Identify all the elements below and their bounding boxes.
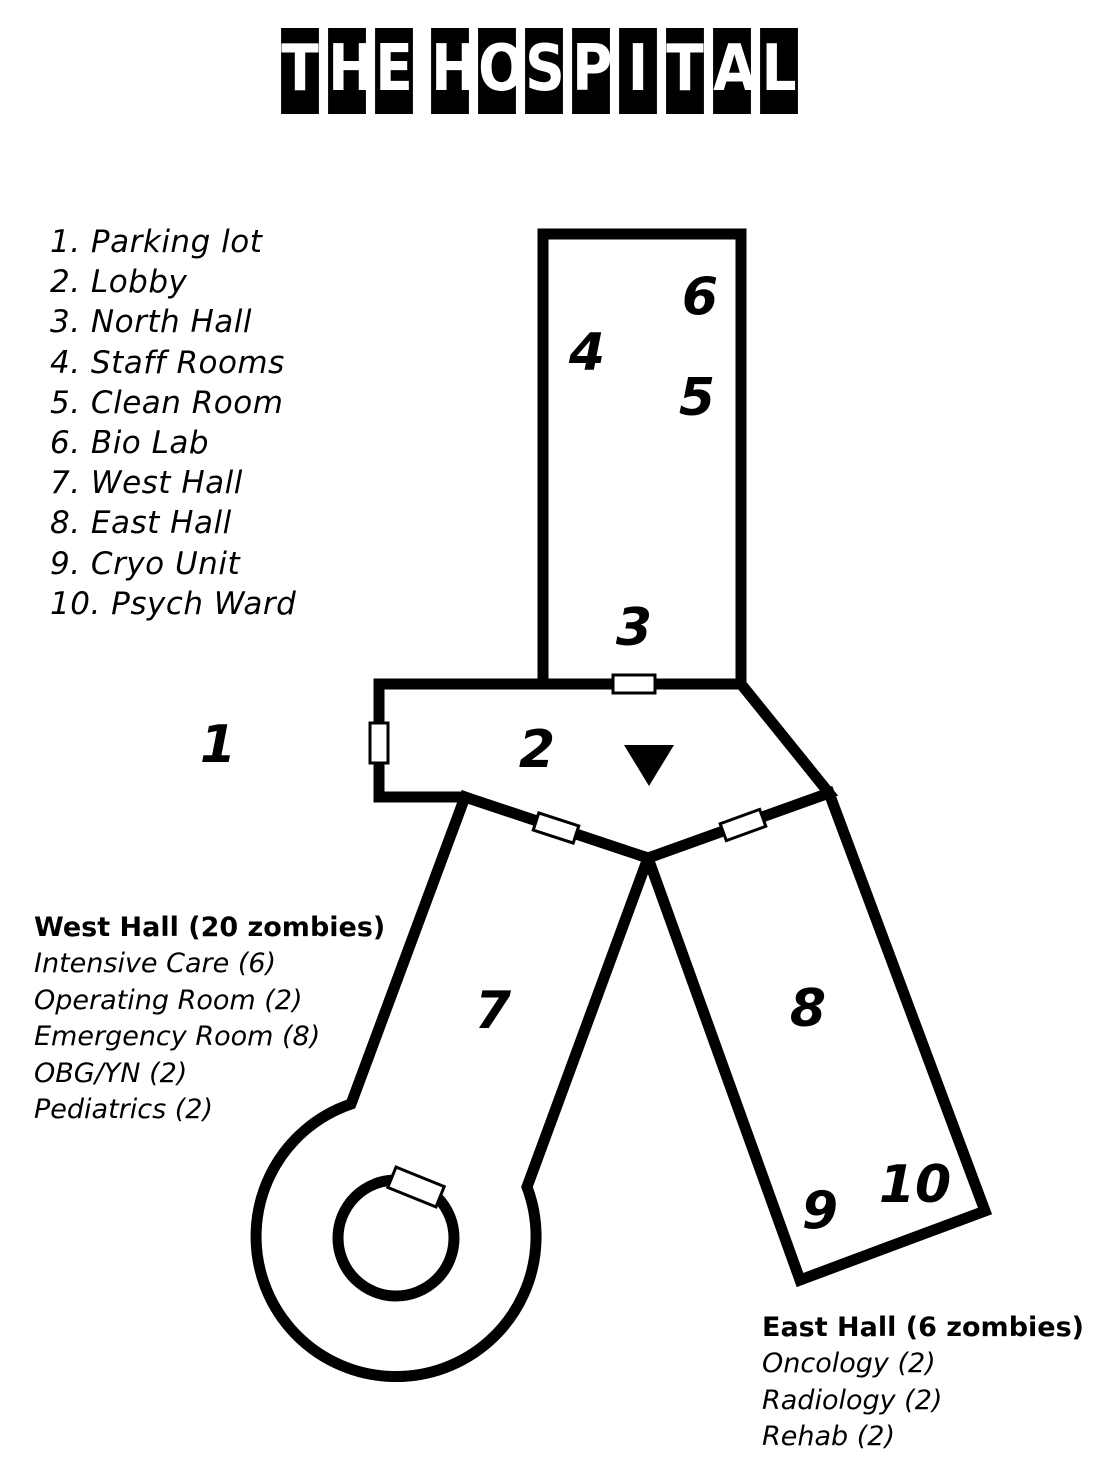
west-hall-info: West Hall (20 zombies) Intensive Care (6…	[34, 910, 385, 1129]
door-icon[interactable]	[718, 807, 768, 843]
title-letter: L	[760, 28, 798, 114]
west-hall-item: OBG/YN (2)	[34, 1057, 188, 1089]
legend-item-west-hall: 7. West Hall	[50, 465, 243, 502]
door-icon[interactable]	[611, 673, 657, 695]
west-hall-heading: West Hall (20 zombies)	[34, 912, 386, 943]
door-icon[interactable]	[385, 1165, 447, 1209]
map-label-staff-rooms: 4	[568, 323, 605, 383]
east-hall-room	[640, 785, 993, 1288]
map-label-east-hall: 8	[790, 979, 826, 1039]
title-letter: T	[281, 28, 319, 114]
west-hall-room	[250, 789, 656, 1383]
legend-item-cryo-unit: 9. Cryo Unit	[50, 545, 241, 582]
door-icon[interactable]	[368, 721, 390, 765]
down-triangle-icon	[624, 745, 674, 786]
map-label-north-hall: 3	[616, 598, 652, 658]
map-label-west-hall: 7	[475, 981, 512, 1041]
legend-item-clean-room: 5. Clean Room	[50, 384, 284, 421]
legend-item-lobby: 2. Lobby	[50, 264, 188, 301]
title-letter: T	[666, 28, 704, 114]
title-letter: I	[619, 28, 657, 114]
map-label-cryo-unit: 9	[802, 1181, 838, 1241]
legend-item-north-hall: 3. North Hall	[50, 304, 253, 341]
west-hall-item: Operating Room (2)	[34, 984, 303, 1016]
west-hall-item: Pediatrics (2)	[34, 1094, 214, 1125]
east-hall-heading: East Hall (6 zombies)	[762, 1312, 1084, 1343]
legend-item-east-hall: 8. East Hall	[50, 505, 232, 542]
map-label-parking-lot: 1	[200, 715, 236, 775]
legend-item-psych-ward: 10. Psych Ward	[50, 585, 297, 622]
west-hall-item: Emergency Room (8)	[34, 1021, 321, 1052]
map-label-bio-lab: 6	[682, 267, 718, 327]
map-label-lobby: 2	[519, 720, 555, 780]
map-label-clean-room: 5	[679, 368, 715, 428]
title-letter: P	[572, 28, 612, 114]
west-hall-item: Intensive Care (6)	[34, 948, 277, 979]
east-hall-info: East Hall (6 zombies) Oncology (2) Radio…	[762, 1310, 1084, 1456]
east-hall-item: Radiology (2)	[762, 1384, 943, 1416]
east-hall-item: Rehab (2)	[762, 1421, 895, 1452]
title-letter: E	[375, 28, 413, 114]
title-letter: S	[525, 28, 565, 114]
room-legend: 1. Parking lot 2. Lobby 3. North Hall 4.…	[50, 222, 296, 624]
map-label-psych-ward: 10	[879, 1155, 951, 1215]
title-letter: A	[713, 28, 756, 114]
legend-item-bio-lab: 6. Bio Lab	[50, 425, 210, 462]
legend-item-staff-rooms: 4. Staff Rooms	[50, 344, 285, 381]
legend-item-parking-lot: 1. Parking lot	[50, 224, 263, 260]
door-icon[interactable]	[531, 811, 581, 845]
east-hall-item: Oncology (2)	[762, 1348, 936, 1379]
